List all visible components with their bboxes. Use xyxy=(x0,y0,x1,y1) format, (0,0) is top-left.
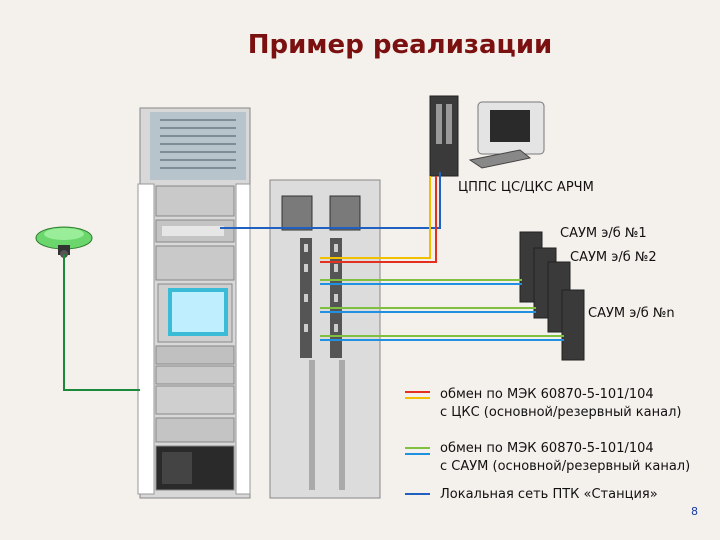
controller-module-icon xyxy=(519,231,585,361)
server-rack-icon xyxy=(137,107,251,499)
saum1-label: САУМ э/б №1 xyxy=(560,226,647,241)
gps-antenna-icon xyxy=(35,226,93,258)
saum2-label: САУМ э/б №2 xyxy=(570,250,657,265)
gps-link-line xyxy=(63,254,140,391)
cks-main-line xyxy=(320,176,437,263)
page-number: 8 xyxy=(691,505,698,518)
lan-link-line xyxy=(220,172,441,229)
legend-item-cks: обмен по МЭК 60870-5-101/104 с ЦКС (осно… xyxy=(440,386,681,422)
cks-reserve-line xyxy=(320,176,431,259)
legend-line2: с САУМ (основной/резервный канал) xyxy=(440,459,691,474)
legend-line1: обмен по МЭК 60870-5-101/104 xyxy=(440,441,654,456)
cpps-label: ЦППС ЦС/ЦКС АРЧМ xyxy=(458,180,594,195)
legend-item-saum: обмен по МЭК 60870-5-101/104 с САУМ (осн… xyxy=(440,440,690,476)
saumn-label: САУМ э/б №n xyxy=(588,306,675,321)
controller-module-icon xyxy=(429,95,459,177)
page-title: Пример реализации xyxy=(247,30,553,60)
monitor-icon xyxy=(468,101,545,169)
legend-item-lan: Локальная сеть ПТК «Станция» xyxy=(440,486,658,504)
legend-line1: обмен по МЭК 60870-5-101/104 xyxy=(440,387,654,402)
legend-swatches xyxy=(405,391,430,495)
legend-line2: с ЦКС (основной/резервный канал) xyxy=(440,405,682,420)
legend-line1: Локальная сеть ПТК «Станция» xyxy=(440,487,658,502)
